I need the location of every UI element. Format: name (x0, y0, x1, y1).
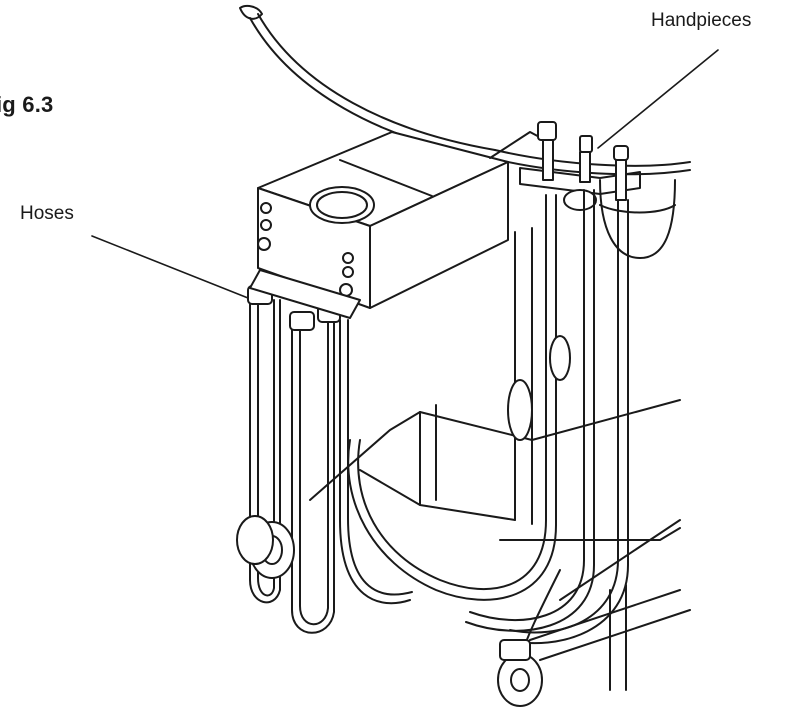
left-hoses (249, 299, 413, 634)
callout-leaders (91, 49, 719, 299)
handpieces-leader-line (597, 49, 719, 149)
handpieces-callout-label: Handpieces (651, 10, 752, 31)
hose-connectors (247, 269, 361, 331)
handpieces (489, 121, 629, 211)
figure-label: ig 6.3 (0, 92, 54, 117)
hoses-leader-line (91, 235, 249, 299)
cart-wheels (236, 335, 571, 707)
right-hoses (347, 189, 629, 645)
hoses-callout-label: Hoses (20, 203, 74, 224)
